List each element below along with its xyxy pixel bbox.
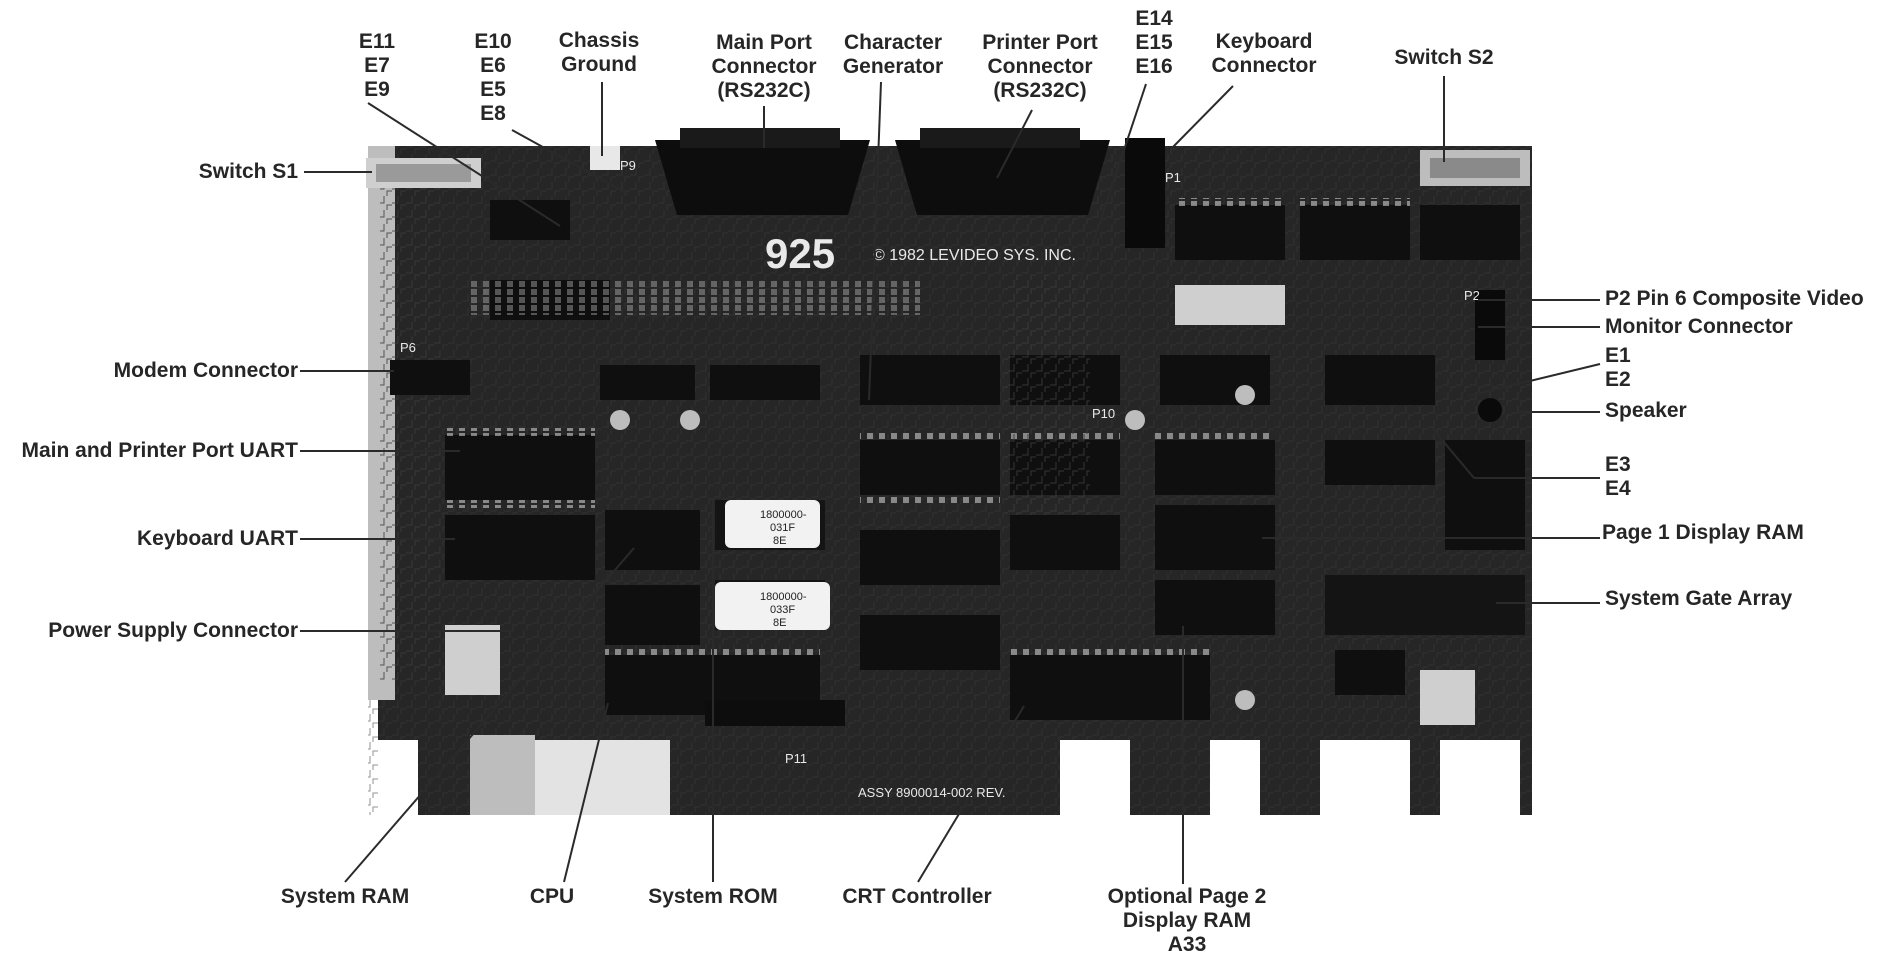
leader-printer-port — [996, 109, 1033, 179]
label-e7: E7 — [364, 54, 390, 77]
label-system-gate-array: System Gate Array — [1605, 587, 1793, 610]
rom-label-1-line-2: 031F — [770, 522, 795, 534]
printer-port-connector-shell — [895, 128, 1110, 215]
model-number-marking: 925 — [765, 230, 835, 277]
discrete-components — [445, 275, 1505, 815]
leader-lines — [300, 76, 1601, 884]
label-e11: E11 — [358, 30, 396, 53]
label-switch-s1: Switch S1 — [198, 160, 298, 183]
label-main-port-connector: Main Port Connector (RS232C) — [711, 31, 817, 102]
leader-e14-e15-e16 — [1073, 83, 1147, 301]
label-modem-connector: Modem Connector — [113, 359, 298, 382]
label-page1-display-ram: Page 1 Display RAM — [1602, 521, 1804, 544]
leader-e10-e6-e5-e8 — [511, 129, 629, 195]
label-monitor-connector: Monitor Connector — [1605, 315, 1793, 338]
label-e9: E9 — [364, 78, 390, 101]
label-e11-e7-e9: E11 E7 E9 — [342, 30, 412, 102]
switch-s1-block — [366, 158, 481, 188]
label-keyboard-uart: Keyboard UART — [136, 527, 298, 550]
keyboard-connector-block — [1125, 138, 1165, 248]
rom-label-1-line-3: 8E — [773, 535, 786, 547]
label-e5: E5 — [480, 78, 506, 101]
label-cpu: CPU — [529, 885, 575, 908]
label-character-generator: Character Generator — [842, 31, 944, 78]
label-system-rom: System ROM — [648, 885, 778, 908]
board-silkscreen: 925 © 1982 LEVIDEO SYS. INC. ASSY 890001… — [400, 158, 1480, 800]
connector-p6-marking: P6 — [400, 340, 416, 355]
leader-keyboard-connector — [1171, 85, 1234, 149]
label-e14-e15-e16: E14 E15 E16 — [1135, 7, 1173, 78]
label-crt-controller: CRT Controller — [842, 885, 992, 908]
leader-crt-controller — [917, 705, 1025, 883]
label-optional-page2-display-ram: Optional Page 2 Display RAM A33 — [1107, 885, 1267, 956]
switch-s2-block — [1420, 150, 1530, 186]
connector-p1-marking: P1 — [1165, 170, 1181, 185]
system-rom-chips — [715, 500, 830, 630]
leader-cpu — [563, 702, 609, 883]
leader-e1-e2 — [1467, 363, 1601, 397]
label-printer-port-connector: Printer Port Connector (RS232C) — [982, 31, 1098, 102]
rom-label-2-line-2: 033F — [770, 604, 795, 616]
label-e10-e6-e5-e8: E10 E6 E5 E8 — [458, 30, 528, 126]
label-speaker: Speaker — [1605, 399, 1687, 422]
label-p2-pin6-composite-video: P2 Pin 6 Composite Video — [1605, 287, 1864, 310]
rom-label-2-line-1: 1800000- — [760, 591, 807, 603]
label-e1-e2: E1 E2 — [1605, 344, 1631, 391]
label-keyboard-connector: Keyboard Connector — [1211, 30, 1317, 77]
leader-e11-e7-e9 — [367, 102, 561, 227]
connector-p9-marking: P9 — [620, 158, 636, 173]
label-e10: E10 — [474, 30, 512, 53]
rom-label-2-line-3: 8E — [773, 617, 786, 629]
label-e8: E8 — [480, 102, 506, 125]
label-system-ram: System RAM — [280, 885, 410, 908]
connector-p2-marking: P2 — [1464, 288, 1480, 303]
rom-label-1-line-1: 1800000- — [760, 509, 807, 521]
label-chassis-ground: Chassis Ground — [558, 29, 640, 76]
leader-character-generator — [868, 81, 882, 401]
connector-p11-marking: P11 — [785, 751, 807, 766]
label-e6: E6 — [480, 54, 506, 77]
chassis-ground-lug — [590, 146, 620, 170]
copyright-marking: © 1982 LEVIDEO SYS. INC. — [873, 247, 1076, 264]
label-main-printer-uart: Main and Printer Port UART — [21, 439, 298, 462]
label-power-supply-connector: Power Supply Connector — [48, 619, 298, 642]
label-e3-e4: E3 E4 — [1605, 453, 1631, 500]
leader-e3-e4-diag — [1431, 427, 1475, 479]
label-switch-s2: Switch S2 — [1394, 46, 1494, 69]
assembly-number-marking: ASSY 8900014-002 REV. — [858, 785, 1005, 800]
main-port-connector-shell — [655, 128, 870, 215]
leader-system-ram — [344, 547, 635, 883]
connector-p10-marking: P10 — [1092, 406, 1115, 421]
